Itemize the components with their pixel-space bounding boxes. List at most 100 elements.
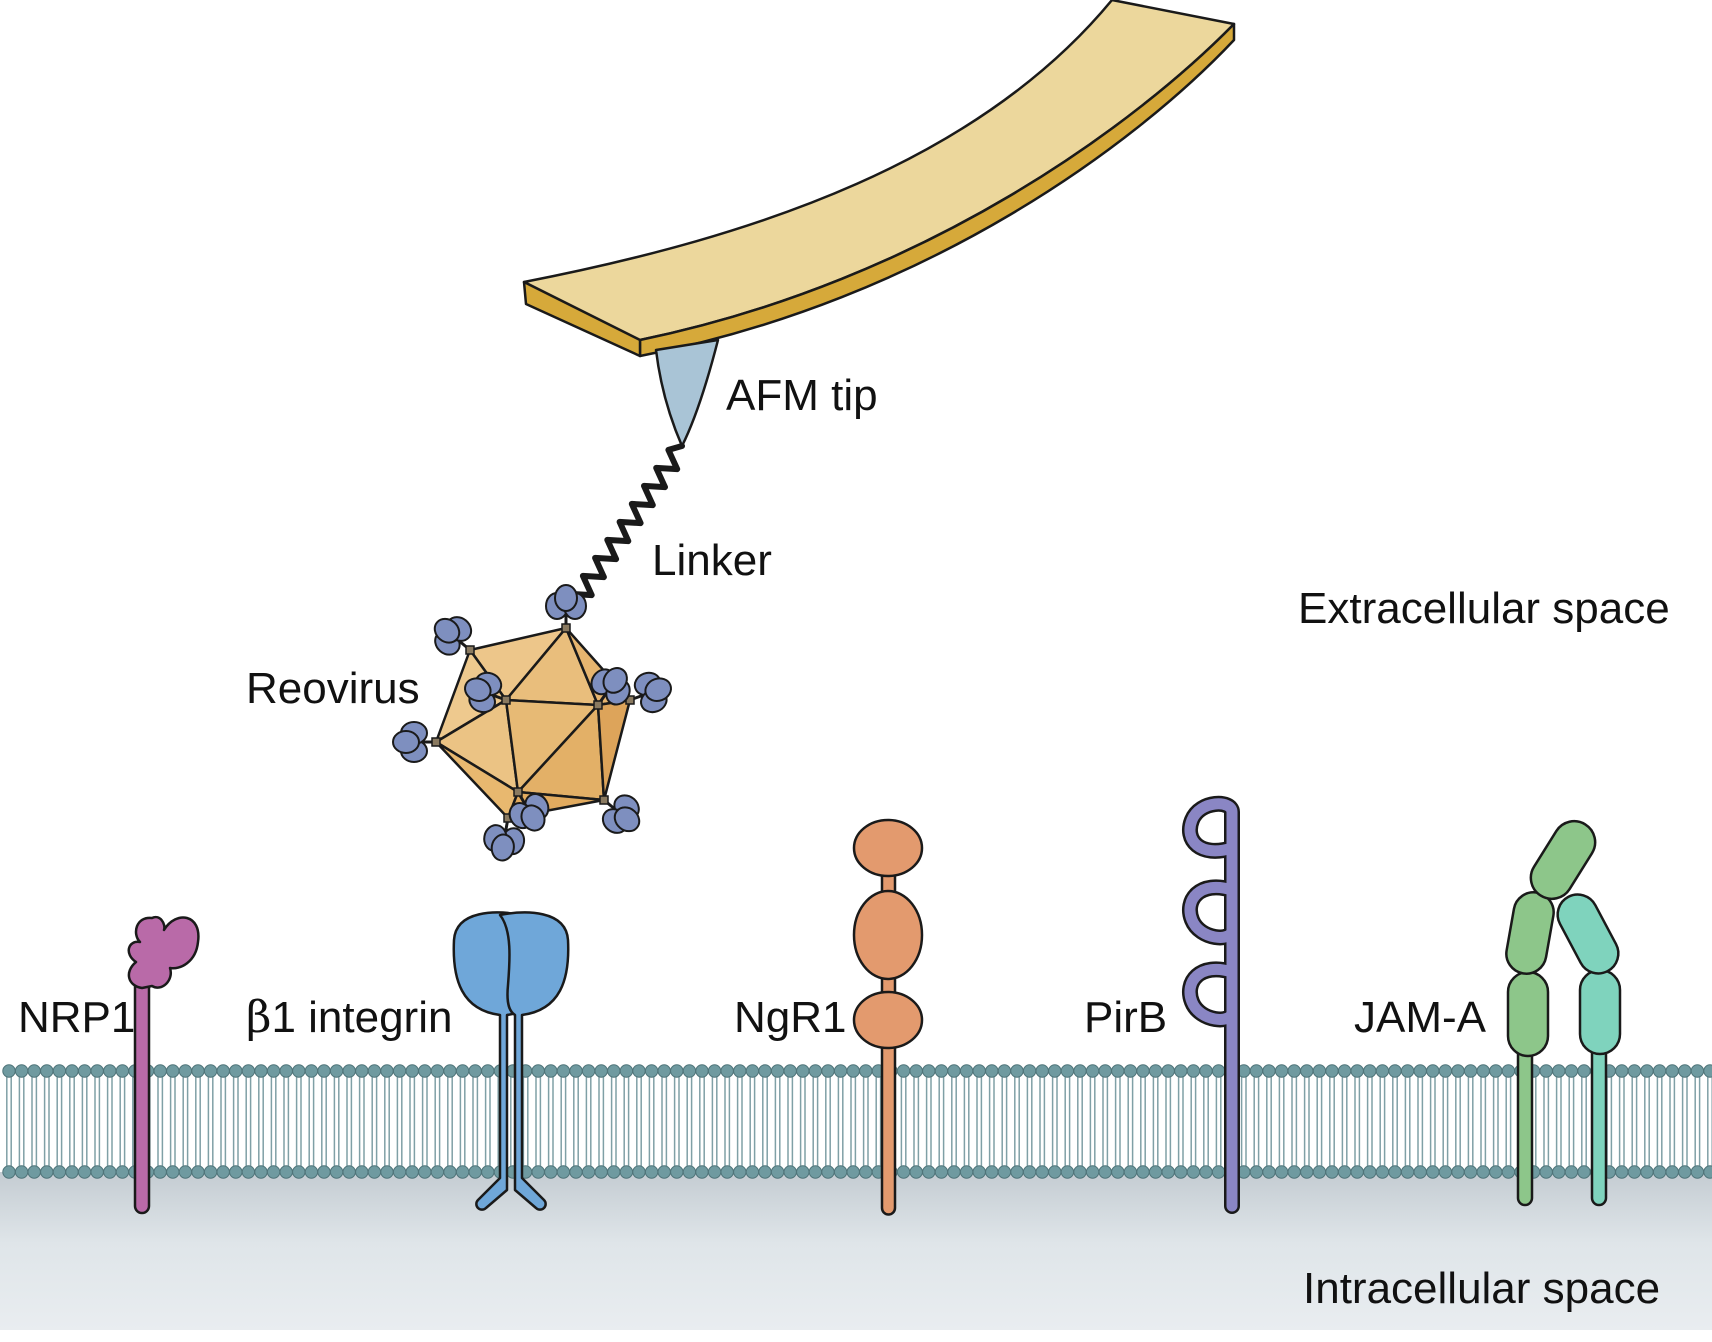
lipid-head [1640,1165,1654,1179]
lipid-head [758,1064,772,1078]
cantilever-side-face [638,22,1236,358]
lipid-tails [6,1074,1712,1166]
lipid-head [191,1165,205,1179]
lipid-head [481,1064,495,1078]
lipid-head [733,1064,747,1078]
lipid-head [1048,1165,1062,1179]
lipid-head [997,1064,1012,1078]
lipid-head [405,1064,419,1078]
lipid-head [644,1064,659,1078]
lipid-head [1564,1064,1579,1078]
lipid-head [1035,1165,1049,1179]
lipid-head [279,1064,293,1078]
lipid-head [1073,1165,1087,1179]
intracellular-region [0,1172,1712,1330]
lipid-head [443,1165,457,1179]
lipid-head [1035,1064,1049,1078]
lipid-head [1501,1165,1516,1179]
lipid-head [1438,1165,1453,1179]
lipid-head [1552,1165,1566,1179]
lipid-head [1627,1064,1642,1078]
lipid-head [796,1064,810,1078]
afm-tip-label: AFM tip [726,371,878,420]
lipid-head [468,1064,482,1078]
lipid-head [1325,1064,1339,1078]
lipid-head [1703,1064,1712,1078]
lipid-head [1199,1064,1213,1078]
lipid-head [329,1064,344,1078]
penton-base [593,700,603,710]
lipid-head [670,1064,684,1078]
lipid-head [1300,1165,1314,1179]
reovirus-label: Reovirus [246,664,420,713]
lipid-head [1211,1064,1226,1078]
lipid-head [90,1165,104,1179]
penton-base [465,645,475,655]
lipid-head [77,1165,92,1179]
lipid-head [279,1165,293,1179]
lipid-head [1552,1064,1566,1078]
cantilever-top-face [522,0,1236,342]
lipid-head [1413,1165,1427,1179]
lipid-head [380,1064,394,1078]
lipid-head [1186,1064,1201,1078]
lipid-head [430,1064,445,1078]
sigma1-globule [464,677,492,702]
lipid-head [1161,1064,1175,1078]
lipid-head [65,1165,79,1179]
lipid-head [1627,1165,1642,1179]
lipid-head [1489,1165,1503,1179]
lipid-head [934,1064,949,1078]
lipid-head [1022,1165,1037,1179]
lipid-head [1451,1064,1465,1078]
lipid-head [1678,1165,1692,1179]
jam-a-right-domain-lower [1578,968,1622,1056]
lipid-head [430,1165,445,1179]
lipid-head [745,1165,760,1179]
lipid-head [594,1165,608,1179]
lipid-head [909,1165,923,1179]
sigma1-globule [613,806,641,833]
lipid-head [1564,1165,1579,1179]
reovirus-particle [392,584,672,862]
lipid-head [581,1064,596,1078]
lipid-head [657,1064,671,1078]
lipid-head [1577,1165,1591,1179]
lipid-head [1022,1064,1037,1078]
lipid-head [1426,1064,1440,1078]
lipid-head [985,1165,999,1179]
lipid-head [1476,1165,1490,1179]
lipid-head [1703,1165,1712,1179]
lipid-head [733,1165,747,1179]
lipid-head [1274,1165,1289,1179]
lipid-head [544,1165,558,1179]
lipid-head [846,1165,860,1179]
lipid-head [1111,1165,1125,1179]
ngr1-domain-1 [852,818,924,878]
lipid-head [909,1064,923,1078]
lipid-head [481,1165,495,1179]
sigma1-globule [554,584,578,612]
lipid-head [1363,1165,1377,1179]
lipid-head [241,1064,256,1078]
lipid-heads [2,1064,1712,1179]
lipid-head [947,1064,961,1078]
lipid-head [1640,1064,1654,1078]
lipid-head [52,1165,67,1179]
lipid-head [1174,1064,1188,1078]
afm-cantilever [522,0,1236,358]
lipid-head [229,1165,243,1179]
lipid-head [745,1064,760,1078]
virus-face [596,698,632,802]
sigma1-globule [520,804,546,832]
lipid-head [670,1165,684,1179]
cell-membrane [0,1064,1712,1330]
nrp1-label: NRP1 [18,993,135,1042]
lipid-head [569,1165,583,1179]
lipid-head [392,1064,407,1078]
lipid-head [770,1165,785,1179]
lipid-head [1350,1064,1364,1078]
lipid-head [821,1064,835,1078]
lipid-head [959,1165,974,1179]
lipid-head [985,1064,999,1078]
